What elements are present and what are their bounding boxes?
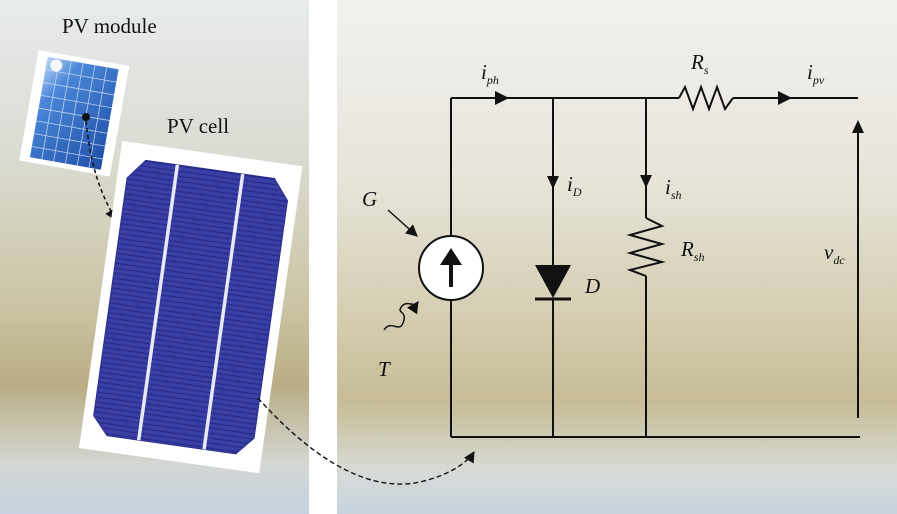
vdc-arrow-head — [852, 120, 864, 133]
rs-label: Rs — [691, 50, 709, 78]
ish-label: ish — [665, 175, 682, 203]
ipv-label: ipv — [807, 60, 825, 88]
g-label: G — [362, 187, 378, 211]
current-source — [418, 235, 484, 301]
pv-module-label: PV module — [62, 14, 157, 38]
t-label: T — [378, 357, 390, 381]
pv-cell-label: PV cell — [167, 114, 230, 138]
iph-label: iph — [481, 60, 499, 88]
circuit-wires — [450, 97, 860, 438]
pv-cell-image — [79, 140, 303, 474]
cell-to-circuit-arrow — [257, 397, 475, 485]
ish-arrow — [640, 175, 652, 188]
temperature-squiggle — [383, 301, 419, 331]
id-label: iD — [567, 172, 582, 200]
series-resistor — [678, 84, 734, 112]
d-label: D — [585, 274, 601, 298]
pv-module-image — [19, 50, 130, 177]
rsh-label: Rsh — [681, 237, 705, 265]
diode-symbol — [535, 265, 571, 301]
module-cell-marker — [82, 113, 90, 121]
id-arrow — [547, 176, 559, 189]
module-to-cell-arrow — [85, 120, 117, 222]
iph-arrow — [495, 91, 509, 105]
vdc-label: vdc — [824, 240, 845, 268]
ipv-arrow — [778, 91, 792, 105]
shunt-resistor — [626, 217, 666, 277]
irradiance-arrow — [387, 209, 418, 237]
